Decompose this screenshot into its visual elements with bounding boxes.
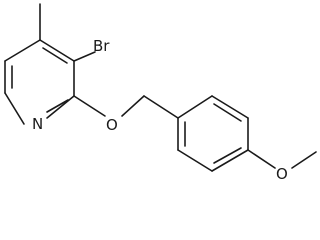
bond-o-ch2 (121, 95, 145, 117)
pyridine-ring (4, 39, 75, 125)
bond-ring-c4-c3 (4, 39, 41, 62)
atom-label-o-methoxy: O (276, 165, 288, 183)
bond-c-br (73, 51, 96, 62)
bond-ring-inner-double-3 (46, 99, 69, 113)
bond-ring-c1-n (46, 95, 75, 119)
bond-benzene-inner-1 (213, 103, 242, 122)
bond-ring-inner-double-2 (42, 47, 68, 64)
atom-label-o-ether: O (106, 116, 118, 134)
atom-label-br: Br (93, 37, 110, 55)
bond-ch2-aryl (143, 95, 179, 119)
bond-benzene-4 (211, 149, 249, 172)
bond-c-o-ether (73, 95, 106, 117)
bond-benzene-2 (211, 95, 249, 119)
bond-ring-c3-c2 (39, 39, 75, 62)
bond-benzene-5 (177, 149, 213, 172)
bond-benzene-inner-2 (213, 147, 242, 164)
chemical-structure-diagram: Br N O O (4, 3, 317, 183)
bond-ring-c6-c5 (4, 92, 25, 125)
atom-label-n: N (32, 115, 43, 133)
bond-aryl-o-methoxy (247, 149, 276, 169)
bond-benzene-1 (177, 95, 213, 119)
bond-o-methyl (291, 151, 317, 169)
benzene-ring (177, 95, 249, 172)
